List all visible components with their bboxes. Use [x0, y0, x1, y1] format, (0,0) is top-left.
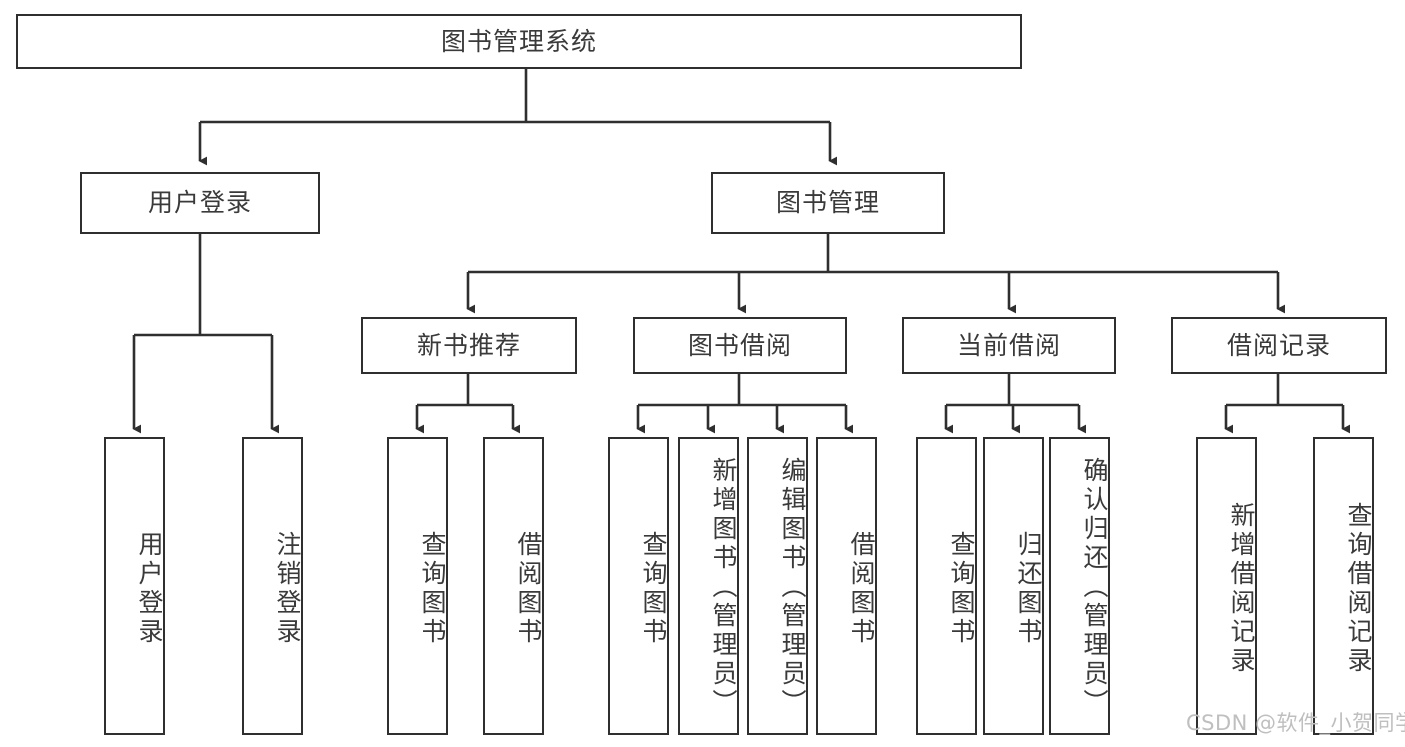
leaf-query-borrow-record-label: 查询借阅记录	[1344, 502, 1373, 676]
leaf-logout-label: 注销登录	[273, 531, 302, 647]
node-book-borrow[interactable]: 图书借阅	[633, 317, 847, 374]
leaf-query-book-3-label: 查询图书	[947, 531, 976, 647]
leaf-query-book-1-label: 查询图书	[418, 531, 447, 647]
leaf-query-book-1[interactable]: 查询图书	[387, 437, 448, 735]
leaf-query-borrow-record[interactable]: 查询借阅记录	[1313, 437, 1374, 735]
node-borrow-record[interactable]: 借阅记录	[1171, 317, 1387, 374]
leaf-user-login-label: 用户登录	[135, 531, 164, 647]
csdn-watermark: CSDN @软件_小贺同学	[1186, 711, 1405, 735]
node-root-label: 图书管理系统	[440, 26, 597, 56]
leaf-return-book[interactable]: 归还图书	[983, 437, 1044, 735]
leaf-query-book-3[interactable]: 查询图书	[916, 437, 977, 735]
leaf-edit-book-label: 编辑图书（管理员）	[778, 456, 807, 718]
node-current-borrow-label: 当前借阅	[956, 330, 1061, 360]
leaf-user-login[interactable]: 用户登录	[104, 437, 165, 735]
leaf-add-book[interactable]: 新增图书（管理员）	[678, 437, 739, 735]
node-book-management[interactable]: 图书管理	[711, 172, 945, 234]
leaf-borrow-book-1[interactable]: 借阅图书	[483, 437, 544, 735]
node-current-borrow[interactable]: 当前借阅	[902, 317, 1116, 374]
leaf-return-book-label: 归还图书	[1014, 531, 1043, 647]
node-new-book-recommend-label: 新书推荐	[416, 330, 521, 360]
node-book-borrow-label: 图书借阅	[687, 330, 792, 360]
leaf-query-book-2[interactable]: 查询图书	[608, 437, 669, 735]
leaf-query-book-2-label: 查询图书	[639, 531, 668, 647]
node-root[interactable]: 图书管理系统	[16, 14, 1022, 69]
node-book-management-label: 图书管理	[775, 188, 880, 218]
leaf-borrow-book-2-label: 借阅图书	[847, 531, 876, 647]
node-new-book-recommend[interactable]: 新书推荐	[361, 317, 577, 374]
node-borrow-record-label: 借阅记录	[1226, 330, 1331, 360]
leaf-add-borrow-record-label: 新增借阅记录	[1227, 502, 1256, 676]
node-user-login[interactable]: 用户登录	[80, 172, 320, 234]
leaf-confirm-return[interactable]: 确认归还（管理员）	[1049, 437, 1110, 735]
leaf-add-book-label: 新增图书（管理员）	[709, 456, 738, 718]
leaf-edit-book[interactable]: 编辑图书（管理员）	[747, 437, 808, 735]
leaf-borrow-book-2[interactable]: 借阅图书	[816, 437, 877, 735]
leaf-add-borrow-record[interactable]: 新增借阅记录	[1196, 437, 1257, 735]
node-user-login-label: 用户登录	[147, 188, 252, 218]
leaf-logout[interactable]: 注销登录	[242, 437, 303, 735]
leaf-borrow-book-1-label: 借阅图书	[514, 531, 543, 647]
leaf-confirm-return-label: 确认归还（管理员）	[1080, 456, 1109, 718]
